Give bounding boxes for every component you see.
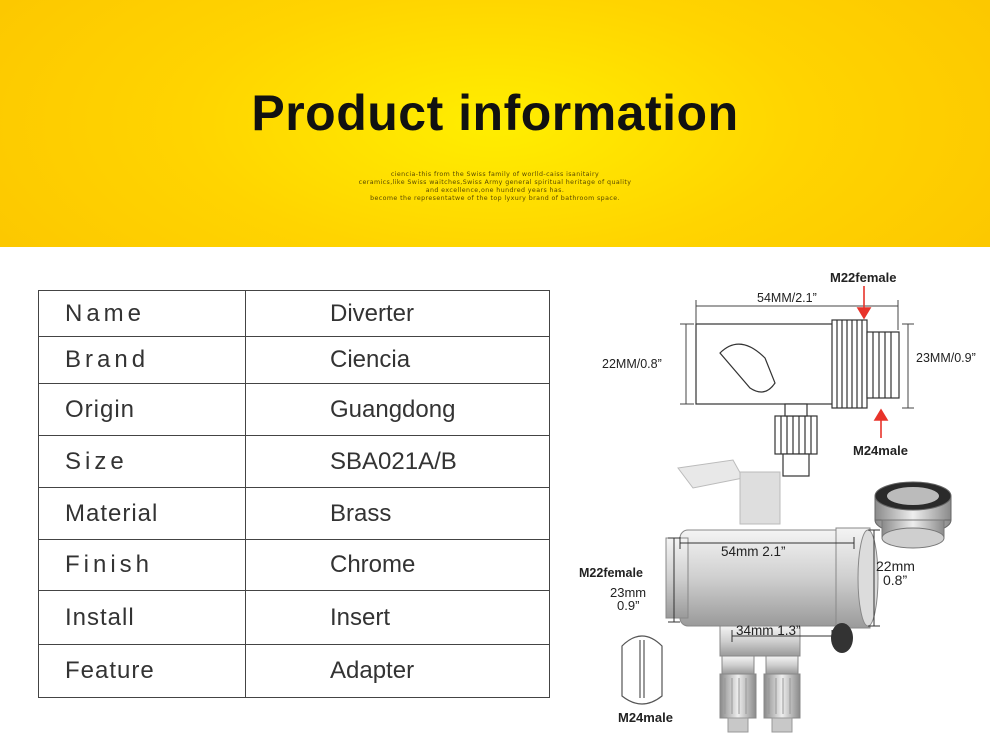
description-line: ceramics,like Swiss waitches,Swiss Army … (358, 179, 632, 186)
bottom-height-left-label: 23mm (610, 585, 646, 600)
spec-label: Material (38, 487, 246, 540)
spec-value: Ciencia (245, 336, 550, 384)
spec-value: Guangdong (245, 383, 550, 436)
handle-knob-sketch (621, 635, 663, 705)
page-title: Product information (251, 85, 739, 141)
top-height-left-label: 22MM/0.8” (602, 357, 662, 371)
top-height-right-label: 23MM/0.9” (916, 351, 976, 365)
top-m24male-label: M24male (853, 443, 908, 458)
spec-label: Brand (38, 336, 246, 384)
diverter-photo (665, 459, 879, 733)
spec-table: Name Diverter Brand Ciencia Origin Guang… (38, 290, 550, 698)
spec-row-origin: Origin Guangdong (38, 383, 550, 436)
description-line: ciencia-this from the Swiss family of wo… (390, 171, 600, 178)
spec-value: Diverter (245, 290, 550, 337)
spec-row-material: Material Brass (38, 487, 550, 540)
spec-value: Chrome (245, 539, 550, 591)
spec-label: Finish (38, 539, 246, 591)
spec-row-finish: Finish Chrome (38, 539, 550, 591)
spec-row-install: Install Insert (38, 590, 550, 645)
bottom-height-left-label: 0.9” (617, 598, 639, 613)
dimension-diagram: M22female 54MM/2.1” 22MM/0.8” 23MM/0.9” … (579, 270, 976, 733)
bottom-height-right-label: 22mm (876, 558, 915, 574)
bottom-height-right-label: 0.8” (883, 572, 907, 588)
spec-label: Origin (38, 383, 246, 436)
bottom-dimension-lines (668, 529, 880, 642)
spec-value: Brass (245, 487, 550, 540)
description-line: and excellence,one hundred years has. (425, 187, 565, 194)
bottom-outlet-label: 34mm 1.3” (736, 623, 801, 638)
top-line-drawing (695, 319, 900, 477)
spec-row-feature: Feature Adapter (38, 644, 550, 698)
spec-label: Size (38, 435, 246, 488)
description-line: become the representatwe of the top lyxu… (370, 195, 620, 202)
bottom-m22female-label: M22female (579, 566, 643, 580)
top-m22female-label: M22female (830, 270, 896, 285)
spec-label: Install (38, 590, 246, 645)
spec-row-size: Size SBA021A/B (38, 435, 550, 488)
spec-label: Feature (38, 644, 246, 698)
spec-row-name: Name Diverter (38, 290, 550, 337)
spec-value: SBA021A/B (245, 435, 550, 488)
top-dimension-lines (680, 300, 914, 409)
top-width-label: 54MM/2.1” (757, 291, 817, 305)
spec-value: Adapter (245, 644, 550, 698)
header-banner: Product information ciencia-this from th… (0, 0, 990, 247)
spec-label: Name (38, 290, 246, 337)
brand-description: ciencia-this from the Swiss family of wo… (0, 171, 990, 203)
spec-value: Insert (245, 590, 550, 645)
adapter-ring-photo (874, 481, 952, 549)
red-arrows (856, 286, 889, 438)
bottom-m24male-label: M24male (618, 710, 673, 725)
spec-row-brand: Brand Ciencia (38, 336, 550, 384)
bottom-width-label: 54mm 2.1” (721, 544, 786, 559)
